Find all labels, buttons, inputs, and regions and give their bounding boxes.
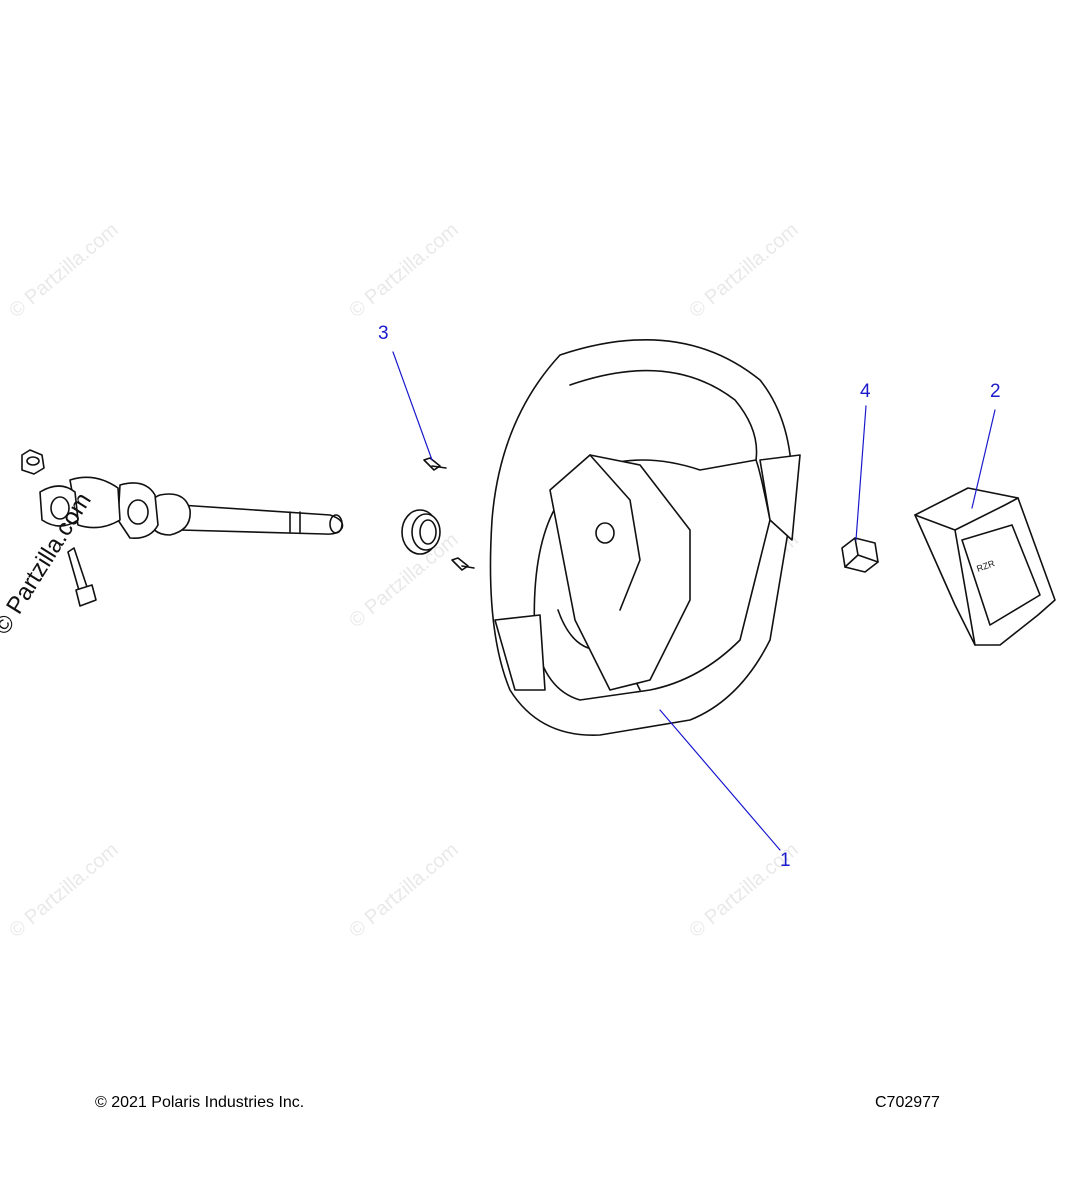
steering-shaft	[21, 449, 344, 607]
callout-4: 4	[860, 381, 871, 402]
leader-line-4	[855, 405, 867, 541]
leader-line-1	[659, 709, 781, 851]
steering-wheel	[489, 339, 801, 736]
cover-part-2: RZR	[914, 487, 1056, 646]
callout-3: 3	[378, 323, 389, 344]
nut-part-4	[841, 537, 879, 573]
copyright-text: © 2021 Polaris Industries Inc.	[95, 1094, 305, 1111]
part-3-screws	[423, 457, 475, 571]
leader-line-3	[392, 351, 433, 461]
leader-line-2	[971, 409, 996, 509]
callout-2: 2	[990, 381, 1001, 402]
bushing	[401, 509, 441, 555]
figure-code: C702977	[875, 1094, 940, 1111]
callout-1: 1	[780, 850, 791, 871]
